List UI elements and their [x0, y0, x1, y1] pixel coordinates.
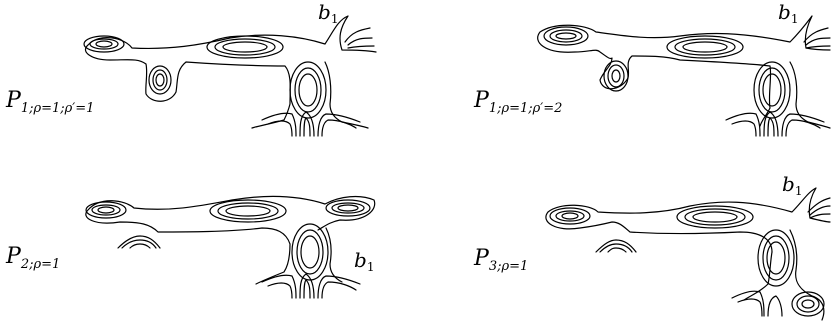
- saddle-lines: [117, 235, 161, 249]
- level-ring: [561, 212, 579, 220]
- b-sub: 1: [794, 184, 803, 198]
- saddle-lines: [807, 197, 831, 219]
- level-ring: [291, 223, 329, 281]
- panel-p1-rho1-rho1: [83, 15, 377, 137]
- panel-label-p2-rho1: P2;ρ=1: [6, 244, 61, 272]
- level-ring: [331, 202, 365, 214]
- level-ring: [555, 210, 585, 222]
- label-sub: 2;ρ=1: [20, 257, 61, 272]
- level-ring: [692, 211, 738, 223]
- saddle-lines: [261, 111, 361, 137]
- level-ring: [155, 73, 165, 87]
- level-ring: [91, 204, 121, 216]
- level-ring: [758, 67, 786, 113]
- label-sub: 1;ρ=1;ρ′=1: [20, 101, 95, 116]
- boundary-label-b1: b1: [778, 2, 798, 25]
- boundary-label-b1: b1: [354, 250, 374, 273]
- main-contour: [85, 195, 376, 285]
- level-ring: [214, 38, 276, 56]
- panel-p2-rho1: [85, 195, 376, 299]
- level-ring: [757, 229, 795, 287]
- main-contour: [84, 15, 377, 129]
- level-ring: [682, 41, 728, 53]
- level-ring: [294, 67, 322, 113]
- saddle-lines: [344, 27, 375, 49]
- level-ring: [674, 38, 736, 56]
- level-ring: [684, 208, 746, 226]
- saddle-lines: [803, 27, 831, 49]
- level-ring: [325, 199, 371, 217]
- b-main: b: [778, 0, 791, 24]
- level-ring: [83, 35, 125, 53]
- lower-right-boundary: [789, 61, 831, 129]
- level-ring: [555, 32, 577, 40]
- panel-p1-rho1-rho2: [537, 15, 831, 137]
- label-main: P: [474, 246, 489, 271]
- level-ring: [762, 73, 782, 107]
- level-ring: [89, 38, 119, 50]
- level-ring: [85, 201, 127, 219]
- label-main: P: [6, 244, 21, 269]
- level-ring: [791, 291, 825, 317]
- saddle-lines: [261, 273, 361, 299]
- level-ring: [607, 64, 625, 88]
- main-contour: [537, 15, 831, 127]
- level-ring: [337, 204, 359, 212]
- b-main: b: [354, 248, 367, 272]
- lower-right-boundary: [324, 61, 369, 129]
- level-ring: [801, 299, 815, 309]
- b-sub: 1: [790, 12, 799, 26]
- level-ring: [95, 40, 113, 48]
- level-ring: [603, 60, 629, 92]
- panel-p3-rho1: [545, 187, 831, 321]
- level-ring: [676, 205, 754, 229]
- level-ring: [543, 26, 589, 46]
- level-ring: [762, 235, 790, 281]
- level-ring: [611, 69, 621, 83]
- left-boundary: [743, 251, 773, 301]
- level-ring: [766, 241, 786, 275]
- level-ring: [549, 29, 583, 43]
- level-ring: [298, 73, 318, 107]
- level-ring: [225, 205, 271, 217]
- saddle-lines: [595, 239, 637, 253]
- level-ring: [217, 202, 279, 220]
- lower-right-boundary: [325, 227, 343, 283]
- boundary-label-b1: b1: [318, 2, 338, 25]
- label-sub: 3;ρ=1: [488, 259, 529, 274]
- label-main: P: [474, 88, 489, 113]
- level-ring: [753, 61, 791, 119]
- saddle-lines: [731, 290, 783, 317]
- panel-label-p1-rho1-rho1: P1;ρ=1;ρ′=1: [6, 88, 95, 116]
- b-sub: 1: [330, 12, 339, 26]
- level-ring: [148, 65, 172, 95]
- b-sub: 1: [366, 260, 375, 274]
- level-ring: [296, 229, 324, 275]
- boundary-label-b1: b1: [782, 174, 802, 197]
- level-ring: [289, 61, 327, 119]
- saddle-lines: [725, 111, 825, 137]
- level-ring: [152, 69, 168, 91]
- level-ring: [206, 35, 284, 59]
- level-ring: [222, 41, 268, 53]
- b-main: b: [318, 0, 331, 24]
- label-sub: 1;ρ=1;ρ′=2: [488, 101, 563, 116]
- level-ring: [796, 295, 820, 313]
- b-main: b: [782, 172, 795, 196]
- level-ring: [666, 35, 744, 59]
- right-boundary: [789, 229, 825, 321]
- level-ring: [97, 206, 115, 214]
- level-ring: [209, 199, 287, 223]
- label-main: P: [6, 88, 21, 113]
- level-ring: [300, 235, 320, 269]
- panel-label-p3-rho1: P3;ρ=1: [474, 246, 529, 274]
- level-ring: [549, 207, 591, 225]
- panel-label-p1-rho1-rho2: P1;ρ=1;ρ′=2: [474, 88, 563, 116]
